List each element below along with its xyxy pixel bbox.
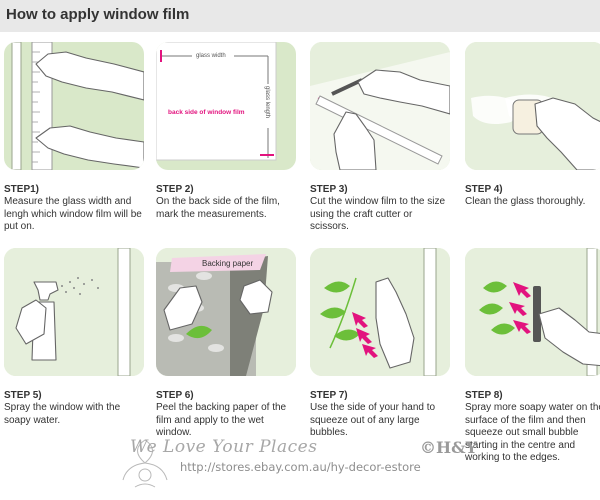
step-3-text: Cut the window film to the size using th… bbox=[310, 196, 446, 232]
step-6: Backing paper STEP 6) Peel the backing p… bbox=[156, 248, 296, 440]
step-6-illustration: Backing paper bbox=[156, 248, 296, 376]
step-4-text: Clean the glass thoroughly. bbox=[465, 196, 586, 207]
step-7-illustration bbox=[310, 248, 450, 376]
back-side-label: back side of window film bbox=[168, 109, 245, 116]
step-1-number: STEP1) bbox=[4, 184, 40, 195]
step-8: STEP 8) Spray more soapy water on the su… bbox=[465, 248, 600, 465]
step-3-number: STEP 3) bbox=[310, 184, 348, 195]
step-4-illustration bbox=[465, 42, 600, 170]
step-7: STEP 7) Use the side of your hand to squ… bbox=[310, 248, 450, 440]
step-7-text: Use the side of your hand to squeeze out… bbox=[310, 402, 436, 438]
step-2-text: On the back side of the film, mark the m… bbox=[156, 196, 280, 220]
step-8-number: STEP 8) bbox=[465, 390, 503, 401]
spray-bottle-illustration bbox=[4, 248, 144, 376]
step-1-text: Measure the glass width and lengh which … bbox=[4, 196, 142, 232]
film-measurement-illustration: glass width glass length back side of wi… bbox=[156, 42, 277, 161]
step-6-text: Peel the backing paper of the film and a… bbox=[156, 402, 287, 438]
step-5-text: Spray the window with the soapy water. bbox=[4, 402, 121, 426]
step-3: STEP 3) Cut the window film to the size … bbox=[310, 42, 450, 234]
watermark: We Love Your Places ©H&Y http://stores.e… bbox=[130, 437, 600, 474]
step-8-illustration bbox=[465, 248, 600, 376]
squeeze-bubbles-illustration bbox=[310, 248, 450, 376]
squeegee-illustration bbox=[465, 248, 600, 376]
step-4-number: STEP 4) bbox=[465, 184, 503, 195]
step-7-number: STEP 7) bbox=[310, 390, 348, 401]
cutting-illustration bbox=[310, 42, 450, 170]
step-2-illustration: glass width glass length back side of wi… bbox=[156, 42, 296, 170]
title-bar: How to apply window film bbox=[0, 0, 600, 32]
flourish-ornament bbox=[122, 439, 168, 488]
step-3-illustration bbox=[310, 42, 450, 170]
step-5-illustration bbox=[4, 248, 144, 376]
step-5: STEP 5) Spray the window with the soapy … bbox=[4, 248, 144, 427]
watermark-script: We Love Your Places bbox=[130, 437, 318, 457]
page-title: How to apply window film bbox=[6, 6, 190, 23]
glass-length-label: glass length bbox=[264, 86, 270, 118]
step-2-number: STEP 2) bbox=[156, 184, 194, 195]
step-6-number: STEP 6) bbox=[156, 390, 194, 401]
watermark-brand: ©H&Y bbox=[420, 438, 477, 457]
cleaning-illustration bbox=[465, 42, 600, 170]
step-5-number: STEP 5) bbox=[4, 390, 42, 401]
step-4: STEP 4) Clean the glass thoroughly. bbox=[465, 42, 600, 209]
step-1: STEP1) Measure the glass width and lengh… bbox=[4, 42, 144, 234]
step-1-illustration bbox=[4, 42, 144, 170]
step-8-text: Spray more soapy water on the surface of… bbox=[465, 402, 600, 463]
measure-tape-illustration bbox=[11, 42, 144, 170]
glass-width-label: glass width bbox=[196, 53, 226, 59]
step-2: glass width glass length back side of wi… bbox=[156, 42, 296, 221]
watermark-url: http://stores.ebay.com.au/hy-decor-estor… bbox=[180, 460, 421, 474]
peel-backing-illustration: Backing paper bbox=[156, 248, 296, 376]
backing-paper-label: Backing paper bbox=[202, 259, 253, 268]
